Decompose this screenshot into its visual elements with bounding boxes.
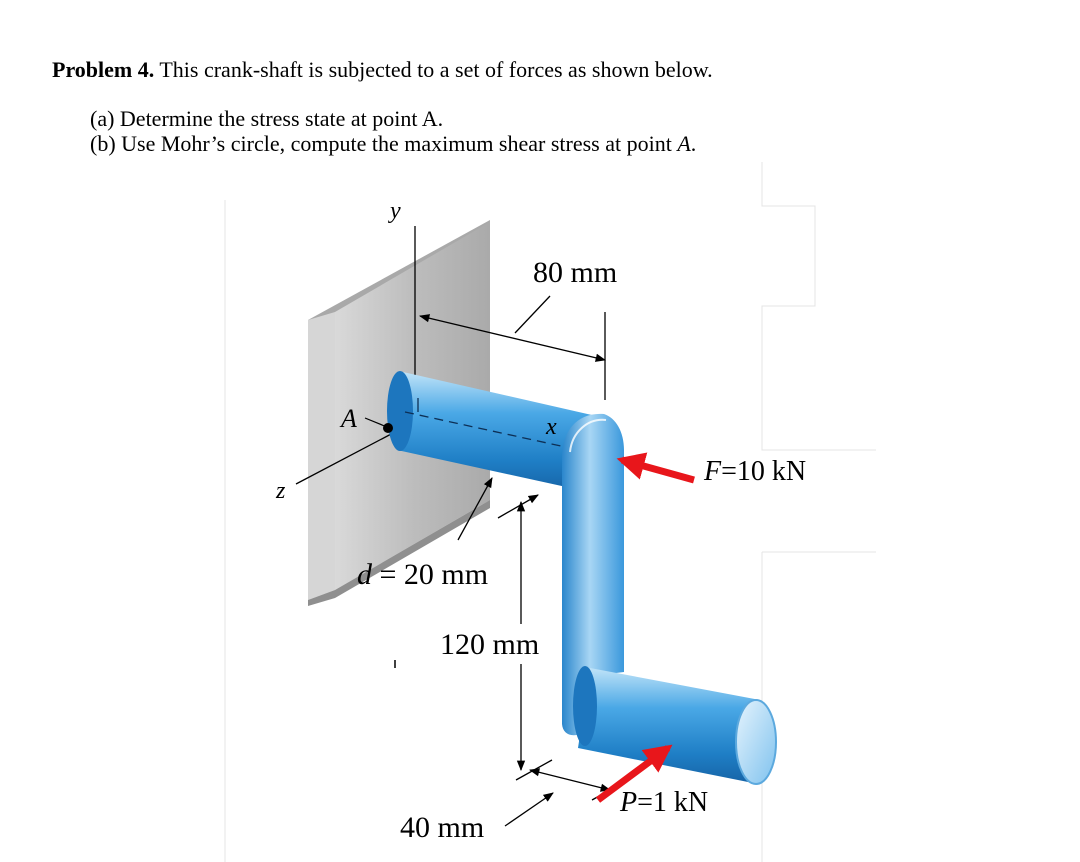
dim-d-arrow-lower (497, 494, 539, 519)
force-p-value: =1 kN (637, 787, 708, 818)
part-b: (b) Use Mohr’s circle, compute the maxim… (90, 131, 696, 156)
lower-shaft (573, 666, 777, 785)
point-a-dot (383, 423, 393, 433)
part-b-text: (b) Use Mohr’s circle, compute the maxim… (90, 131, 678, 156)
force-f-arrow (616, 452, 695, 484)
part-b-point: A (677, 131, 691, 156)
dim-80-line (418, 314, 607, 362)
y-axis-label: y (388, 198, 401, 224)
dim-40-ext-left (515, 759, 553, 781)
dim-40-leader (504, 792, 554, 827)
upper-shaft (387, 371, 605, 490)
dim-d-symbol: d (357, 558, 373, 591)
force-p-label: P=1 kN (619, 787, 708, 818)
force-p-arrow (595, 744, 673, 803)
dim-120-label: 120 mm (440, 628, 539, 661)
force-p-symbol: P (619, 787, 637, 818)
force-f-symbol: F (703, 456, 722, 487)
dim-80-label: 80 mm (533, 256, 617, 289)
force-f-value: =10 kN (721, 456, 806, 487)
dim-80-leader (514, 295, 551, 334)
z-axis-line (295, 431, 396, 485)
problem-statement: Problem 4. This crank-shaft is subjected… (52, 56, 713, 84)
point-a-leader (364, 417, 388, 428)
z-axis-label: z (275, 478, 286, 504)
dim-40-line (528, 768, 612, 792)
x-axis-label: x (545, 414, 557, 440)
dim-d-value: = 20 mm (372, 558, 488, 591)
dim-d-label: d = 20 mm (357, 558, 488, 591)
point-a-label: A (339, 404, 357, 433)
force-f-label: F=10 kN (703, 456, 806, 487)
part-b-end: . (690, 131, 697, 156)
dim-40-label: 40 mm (400, 811, 484, 844)
dim-d-arrow-upper (457, 477, 493, 541)
dim-120-mask (440, 624, 555, 664)
crank-arm (562, 413, 624, 736)
problem-text: This crank-shaft is subjected to a set o… (154, 57, 713, 82)
problem-parts: (a) Determine the stress state at point … (90, 106, 696, 156)
part-a: (a) Determine the stress state at point … (90, 106, 444, 131)
problem-heading: Problem 4. (52, 57, 155, 82)
